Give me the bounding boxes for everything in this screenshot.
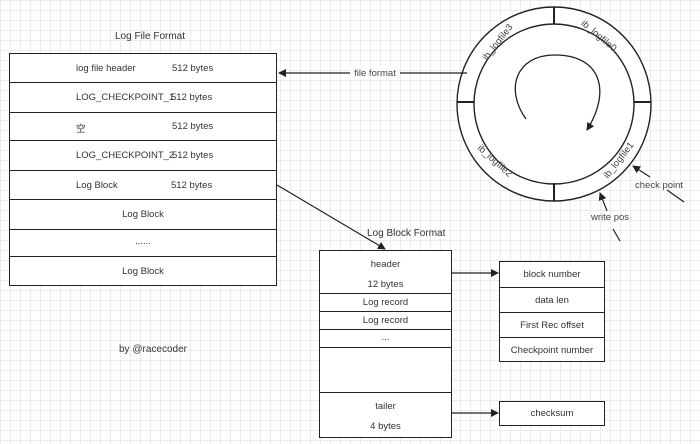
tailer-name: tailer bbox=[375, 401, 396, 412]
log-file-row: log file header 512 bytes bbox=[10, 54, 276, 82]
header-field-row: First Rec offset bbox=[500, 312, 604, 337]
tailer-fields-table: checksum bbox=[499, 401, 605, 426]
row-name: ...... bbox=[135, 236, 151, 247]
header-field-row: block number bbox=[500, 262, 604, 287]
log-file-format-table: log file header 512 bytes LOG_CHECKPOINT… bbox=[9, 53, 277, 286]
tailer-field-row: checksum bbox=[500, 402, 604, 426]
header-fields-table: block number data len First Rec offset C… bbox=[499, 261, 605, 362]
row-name: 空 bbox=[76, 124, 86, 135]
write-pos-label: write pos bbox=[590, 212, 629, 223]
log-block-format-table: header 12 bytes Log record Log record ..… bbox=[319, 250, 452, 438]
ring-inner bbox=[473, 23, 635, 185]
field-label: Checkpoint number bbox=[510, 345, 594, 356]
header-size: 12 bytes bbox=[367, 279, 404, 290]
row-size: 512 bytes bbox=[171, 92, 213, 103]
row-name: LOG_CHECKPOINT_2 bbox=[76, 150, 175, 161]
log-file-row: Log Block bbox=[10, 199, 276, 229]
header-name: header bbox=[370, 259, 401, 270]
ring-label-logfile1: ib_logfile1 bbox=[602, 140, 637, 180]
row-size: 512 bytes bbox=[171, 180, 213, 191]
ring-outer bbox=[456, 6, 652, 202]
ring-label-logfile0: ib_logfile0 bbox=[579, 18, 619, 54]
log-record-row: ... bbox=[320, 329, 451, 347]
log-file-row: ...... bbox=[10, 229, 276, 256]
record-label: Log record bbox=[362, 297, 409, 308]
row-size: 512 bytes bbox=[172, 150, 214, 161]
tailer-size: 4 bytes bbox=[370, 421, 401, 432]
field-label: block number bbox=[523, 269, 581, 280]
block-tailer-row: tailer 4 bytes bbox=[320, 392, 451, 438]
ring-label-logfile3: ib_logfile3 bbox=[481, 22, 516, 62]
row-name: log file header bbox=[76, 63, 136, 74]
log-file-row: 空 512 bytes bbox=[10, 112, 276, 140]
log-file-row: Log Block 512 bytes bbox=[10, 170, 276, 199]
header-field-row: data len bbox=[500, 287, 604, 312]
header-field-row: Checkpoint number bbox=[500, 337, 604, 362]
record-label: Log record bbox=[362, 315, 409, 326]
field-label: checksum bbox=[530, 408, 574, 419]
write-pos-arrow-tail bbox=[612, 228, 621, 242]
write-pos-arrow bbox=[598, 192, 608, 212]
log-record-row: Log record bbox=[320, 311, 451, 329]
record-label: ... bbox=[381, 332, 390, 343]
rotation-arrow-icon bbox=[514, 54, 601, 131]
log-block-detail-arrow bbox=[276, 184, 386, 250]
file-format-label: file format bbox=[354, 68, 396, 79]
row-size: 512 bytes bbox=[172, 63, 214, 74]
row-name: Log Block bbox=[122, 209, 164, 220]
log-file-row: Log Block bbox=[10, 256, 276, 286]
row-name: LOG_CHECKPOINT_1 bbox=[76, 92, 175, 103]
row-name: Log Block bbox=[122, 266, 164, 277]
log-record-row: Log record bbox=[320, 293, 451, 311]
check-point-arrow-tail bbox=[666, 189, 685, 203]
field-label: data len bbox=[535, 295, 569, 306]
block-header-row: header 12 bytes bbox=[320, 251, 451, 293]
log-file-row: LOG_CHECKPOINT_1 512 bytes bbox=[10, 82, 276, 112]
row-size: 512 bytes bbox=[172, 121, 214, 132]
credit-text: by @racecoder bbox=[119, 344, 187, 355]
log-block-format-title: Log Block Format bbox=[367, 228, 446, 239]
check-point-label: check point bbox=[635, 180, 683, 191]
log-file-row: LOG_CHECKPOINT_2 512 bytes bbox=[10, 140, 276, 170]
check-point-arrow bbox=[632, 165, 651, 178]
empty-row bbox=[320, 347, 451, 392]
log-file-format-title: Log File Format bbox=[115, 31, 186, 42]
field-label: First Rec offset bbox=[520, 320, 584, 331]
ring-label-logfile2: ib_logfile2 bbox=[475, 143, 514, 180]
row-name: Log Block bbox=[76, 180, 118, 191]
